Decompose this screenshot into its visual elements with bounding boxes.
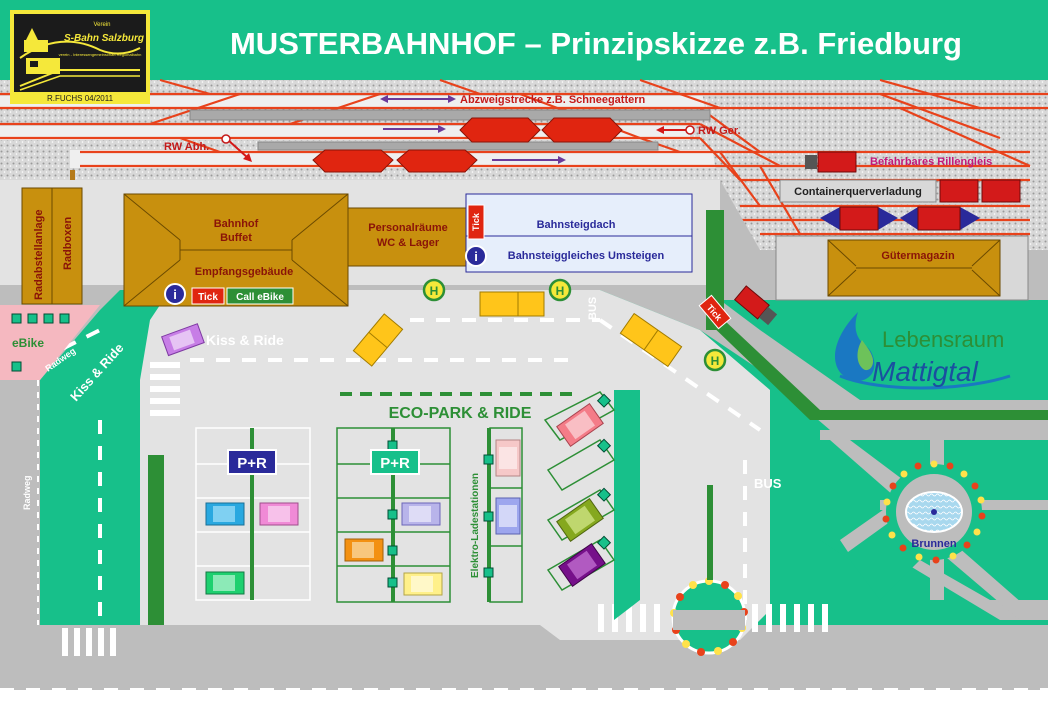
roundabout (670, 485, 748, 656)
pr-sign-eco: P+R (370, 449, 420, 475)
branch-line-label: Abzweigstrecke z.B. Schneegattern (460, 94, 646, 106)
platform-top (189, 109, 711, 121)
info-sign-empfang: i (164, 283, 186, 305)
car-green (205, 571, 245, 595)
elektro-label: Elektro-Ladestationen (470, 473, 481, 578)
car-blue (205, 502, 245, 526)
info-sign-platform: i (465, 245, 487, 267)
container-label: Containerquerverladung (794, 186, 922, 198)
region-logo-line2: Mattigtal (872, 356, 979, 387)
container-box (779, 179, 937, 203)
red-truck (733, 285, 778, 326)
buffer-stop (70, 170, 75, 186)
parking-diagonal (543, 391, 616, 591)
guetermagazin-label: Gütermagazin (881, 250, 955, 262)
car-pink (259, 502, 299, 526)
svg-text:i: i (474, 249, 478, 264)
svg-text:P+R: P+R (380, 455, 410, 472)
bus-stop-2: H (548, 278, 572, 302)
car-coral (556, 403, 604, 447)
green-strip-left (148, 455, 164, 625)
car-pale-pink (495, 439, 521, 477)
svg-text:H: H (430, 284, 439, 298)
road-markings (0, 318, 1048, 692)
svg-text:Call eBike: Call eBike (236, 292, 284, 303)
car-orange (344, 538, 384, 562)
platform-roof (465, 193, 693, 273)
diagonal-chargers (596, 393, 612, 550)
org-logo: Verein S-Bahn Salzburg verein - Interess… (10, 10, 150, 104)
taxi-1 (352, 313, 404, 367)
direction-arrows (227, 95, 690, 164)
car-purple (558, 543, 606, 587)
logo-org-name: S-Bahn Salzburg (64, 33, 144, 44)
trains (312, 117, 1021, 231)
kiss-ride-label: Kiss & Ride (206, 332, 284, 348)
svg-text:i: i (173, 287, 177, 302)
bus-label-right: BUS (754, 476, 782, 491)
bike-buildings (21, 187, 83, 305)
svg-text:Tick: Tick (471, 212, 481, 231)
wc-label: WC & Lager (377, 237, 440, 249)
station-building (123, 193, 349, 307)
signal-ger (685, 125, 695, 135)
rw-abh-label: RW Abh. (164, 141, 209, 153)
bahnhof-label: Bahnhof (214, 218, 259, 230)
park-area: Brunnen (820, 430, 1048, 620)
guetermagazin-building (827, 239, 1001, 297)
page-title: MUSTERBAHNHOF – Prinzipskizze z.B. Fried… (230, 26, 962, 61)
eco-park-title: ECO-PARK & RIDE (389, 405, 532, 422)
svg-text:H: H (711, 354, 720, 368)
umsteigen-label: Bahnsteiggleiches Umsteigen (508, 250, 665, 262)
bus-stop-1: H (422, 278, 446, 302)
radweg-label-side: Radweg (22, 475, 32, 510)
pr-sign-left: P+R (227, 449, 277, 475)
svg-text:H: H (556, 284, 565, 298)
parking-pr-eco (336, 427, 451, 603)
bahnsteigdach-label: Bahnsteigdach (537, 219, 616, 231)
logo-author: R.FUCHS 04/2011 (47, 94, 114, 103)
car-kiss-ride (161, 323, 205, 357)
car-lightyellow (403, 572, 443, 596)
region-logo-line1: Lebensraum (882, 327, 1004, 352)
platform-middle (257, 141, 659, 151)
tick-sign-road: Tick (698, 294, 732, 330)
tick-sign-platform: Tick (467, 204, 485, 240)
bus-stop-3: H (703, 348, 727, 372)
parked-cars (161, 285, 778, 596)
ebike-area (0, 305, 100, 380)
signal-abh (221, 134, 231, 144)
taxi-3 (619, 312, 683, 368)
car-lavender (401, 502, 441, 526)
fountain-flowers (882, 460, 986, 564)
svg-text:Tick: Tick (198, 292, 218, 303)
rillengleis-label: Befahrbares Rillengleis (870, 156, 992, 168)
brunnen-label: Brunnen (911, 538, 957, 550)
logo-tagline: verein - Interessengemeinschaft Regional… (59, 52, 142, 57)
logo-prefix: Verein (93, 22, 110, 28)
buffet-label: Buffet (220, 232, 252, 244)
bus-label-top: BUS (587, 297, 599, 320)
parking-elektro (483, 427, 523, 603)
empfang-label: Empfangsgebäude (195, 266, 293, 278)
car-olive (556, 498, 604, 542)
taxi-2 (479, 291, 545, 317)
ebike-docks (11, 313, 70, 372)
rw-ger-label: RW Ger. (698, 125, 741, 137)
call-ebike-sign: Call eBike (226, 287, 294, 305)
radabstell-label: Radabstellanlage (33, 210, 45, 300)
region-logo: Lebensraum Mattigtal (834, 312, 1011, 390)
car-periwinkle (495, 497, 521, 535)
personal-label: Personalräume (368, 222, 447, 234)
plaza (140, 290, 770, 640)
tick-sign-empfang: Tick (191, 287, 225, 305)
radboxen-label: Radboxen (62, 217, 74, 270)
svg-text:P+R: P+R (237, 455, 267, 472)
ebike-label: eBike (12, 336, 44, 350)
